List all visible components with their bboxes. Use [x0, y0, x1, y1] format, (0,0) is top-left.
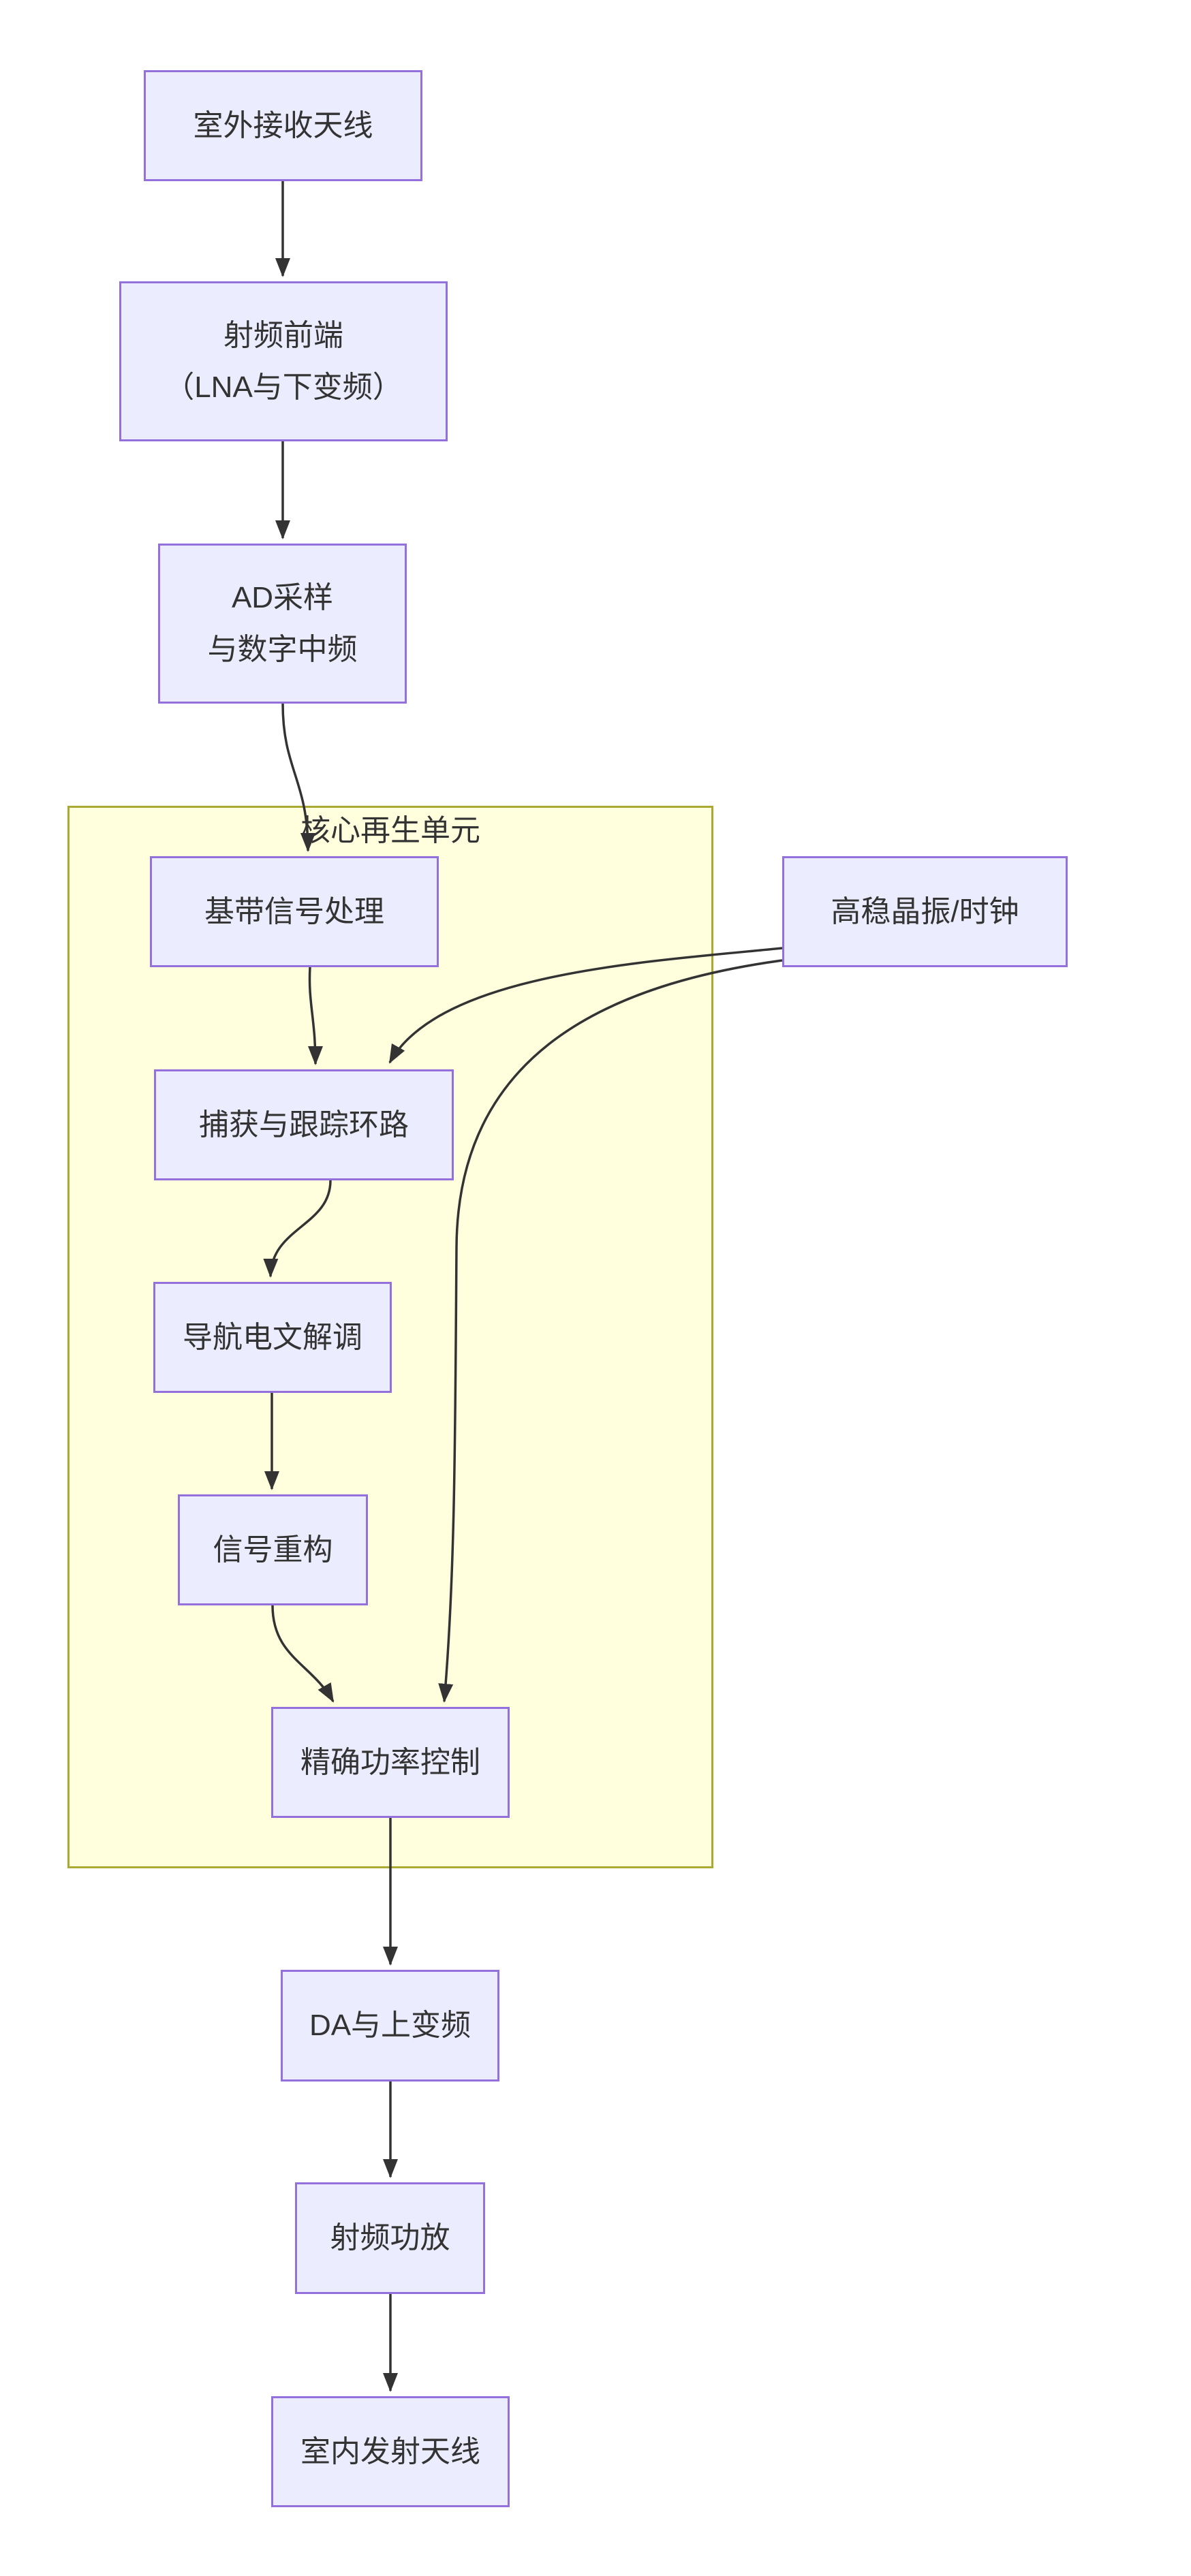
- node-label: 精确功率控制: [300, 1745, 480, 1779]
- node-rf-power-amplifier: 射频功放: [295, 2182, 485, 2294]
- node-label: 室外接收天线: [193, 108, 373, 142]
- node-label: 高稳晶振/时钟: [831, 894, 1019, 928]
- node-precise-power-control: 精确功率控制: [271, 1707, 510, 1818]
- node-indoor-antenna: 室内发射天线: [271, 2396, 510, 2507]
- node-ad-sampling: AD采样 与数字中频: [158, 544, 407, 704]
- node-signal-reconstruction: 信号重构: [178, 1494, 368, 1605]
- node-label: 基带信号处理: [204, 894, 384, 928]
- node-label: 射频功放: [330, 2221, 450, 2255]
- cluster-title: 核心再生单元: [300, 814, 480, 847]
- node-label: 射频前端: [223, 318, 343, 352]
- node-acquisition-tracking-loop: 捕获与跟踪环路: [154, 1069, 454, 1180]
- node-da-upconversion: DA与上变频: [281, 1970, 499, 2082]
- node-label: 信号重构: [213, 1533, 333, 1567]
- node-label: AD采样: [231, 580, 334, 614]
- node-label: （LNA与下变频）: [164, 370, 403, 404]
- node-stable-oscillator-clock: 高稳晶振/时钟: [782, 856, 1068, 967]
- node-nav-message-demodulation: 导航电文解调: [153, 1282, 392, 1393]
- node-label: 导航电文解调: [183, 1320, 362, 1354]
- node-label: DA与上变频: [309, 2009, 471, 2042]
- node-baseband-processing: 基带信号处理: [150, 856, 439, 967]
- node-label: 室内发射天线: [300, 2434, 480, 2468]
- node-outdoor-antenna: 室外接收天线: [144, 70, 422, 181]
- node-label: 与数字中频: [207, 632, 358, 666]
- node-label: 捕获与跟踪环路: [199, 1108, 409, 1142]
- node-rf-frontend: 射频前端 （LNA与下变频）: [119, 281, 448, 441]
